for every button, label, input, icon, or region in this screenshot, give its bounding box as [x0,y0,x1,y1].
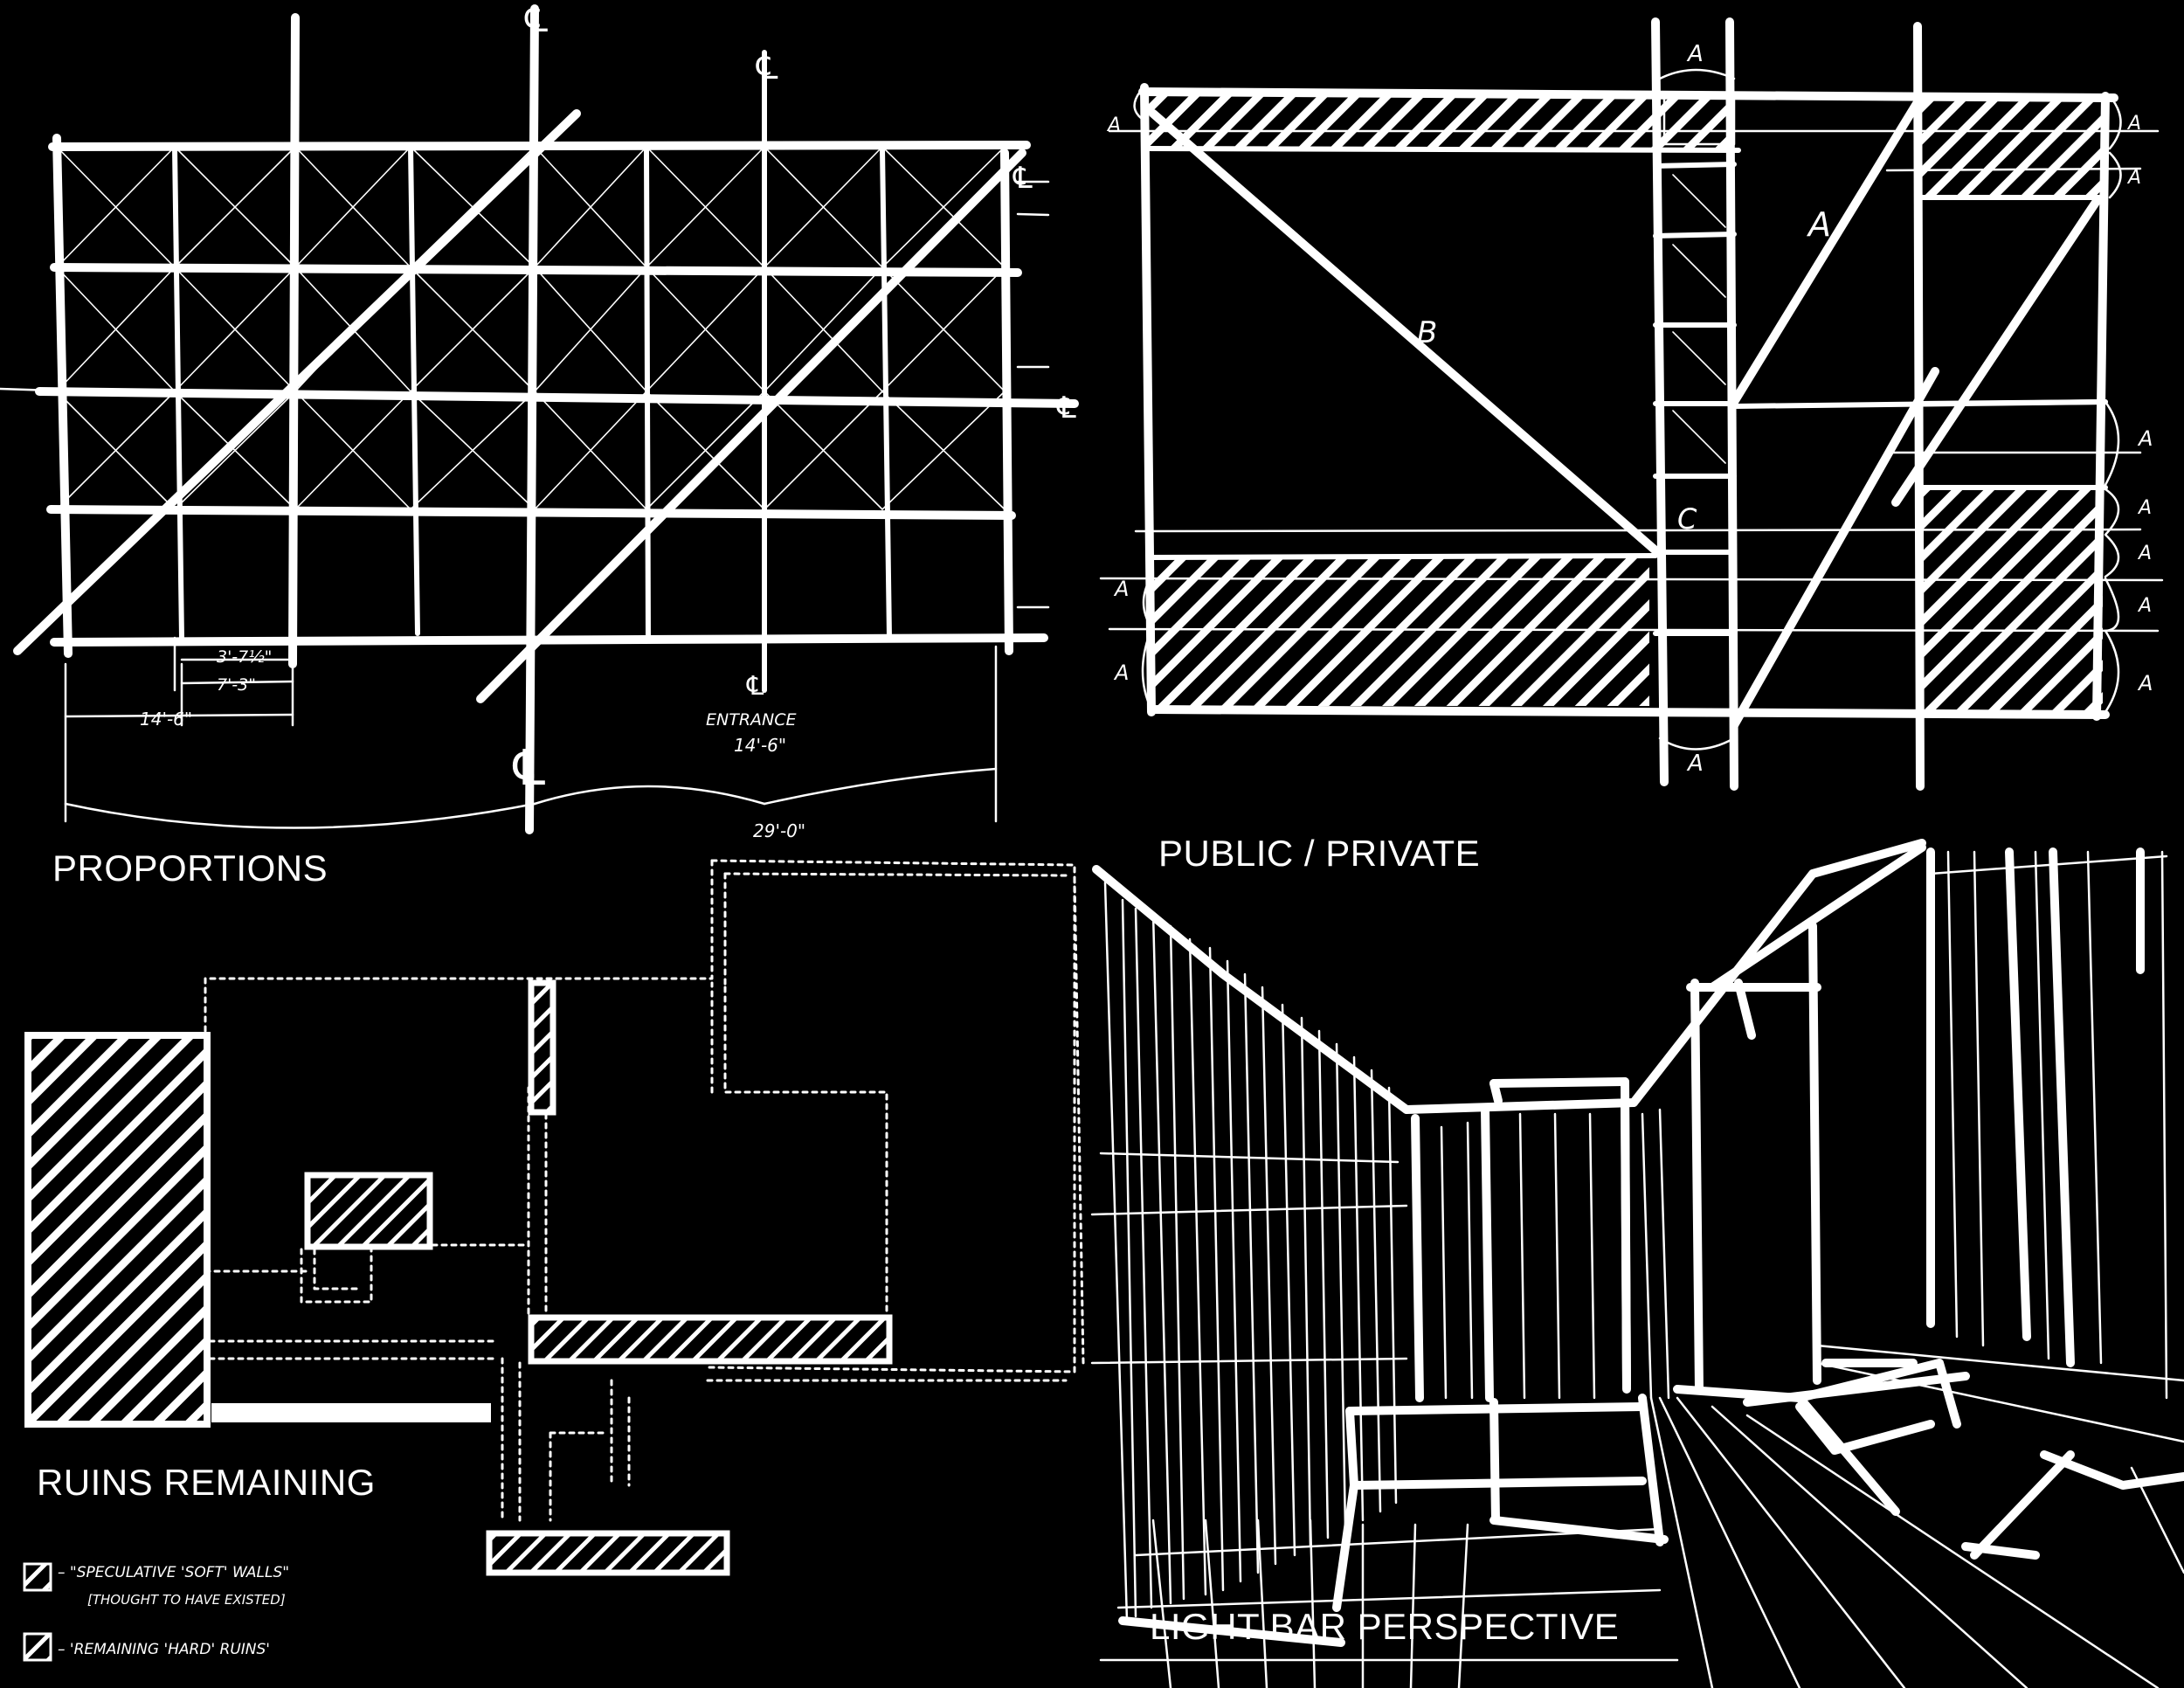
public-private-labels: A A A A A A A A A A A A A B C [1106,41,2153,777]
label-a-right-2: A [2126,167,2141,189]
label-b: B [1417,315,1437,350]
label-a-diagonal: A [1806,205,1831,244]
public-private-drawing [1099,17,2164,791]
legend-swatch-soft [23,1562,52,1592]
centerline-mark-top-2: ℄ [756,48,778,86]
label-a-right-6: A [2137,595,2152,617]
legend-hard-text: – 'REMAINING 'HARD' RUINS' [58,1641,270,1658]
legend-soft-subtext: [THOUGHT TO HAVE EXISTED] [87,1592,286,1608]
entrance-label: ENTRANCE [706,710,797,730]
label-a-left-top: A [1106,114,1121,136]
label-a-right-5: A [2137,543,2152,564]
label-a-right-7: A [2137,671,2153,695]
centerline-mark-corner: ℄ [1013,161,1033,196]
centerline-marks: ℄ ℄ ℄ ℄ ℄ ℄ [512,0,1076,797]
overall-dim-label: 29'-0" [753,820,805,841]
label-a-left-2: A [1113,661,1129,685]
ruins-plan-drawing [24,859,1085,1576]
panel-title-light-bar-perspective: LIGHT BAR PERSPECTIVE [1150,1606,1620,1647]
panel-title-public-private: PUBLIC / PRIVATE [1158,833,1481,874]
panel-title-proportions: PROPORTIONS [52,847,328,889]
legend-soft-text: – "SPECULATIVE 'SOFT' WALLS" [58,1564,289,1581]
centerline-mark-bottom: ℄ [512,740,545,797]
proportions-drawing [0,4,1079,834]
centerline-mark-right: ℄ [1056,391,1076,425]
dim-mid-label: 7'-3" [217,675,256,695]
label-a-right-3: A [2137,426,2153,451]
label-a-right-1: A [2126,113,2141,135]
label-a-right-4: A [2137,497,2152,519]
legend-swatch-hard [23,1632,52,1662]
light-bar-perspective-drawing [1090,839,2184,1688]
label-a-top: A [1686,41,1704,67]
ruins-legend: – "SPECULATIVE 'SOFT' WALLS" [THOUGHT TO… [23,1562,289,1662]
centerline-mark-top-1: ℄ [521,0,552,40]
dim-small-label: 3'-7½" [217,647,272,667]
centerline-mark-entrance: ℄ [746,671,764,702]
entrance-dim-label: 14'-6" [734,735,786,756]
label-c: C [1677,502,1697,536]
panel-title-ruins-remaining: RUINS REMAINING [37,1462,376,1503]
label-a-left-1: A [1113,577,1129,601]
dim-bay-label: 14'-6" [140,709,192,730]
label-a-bottom: A [1686,751,1704,777]
